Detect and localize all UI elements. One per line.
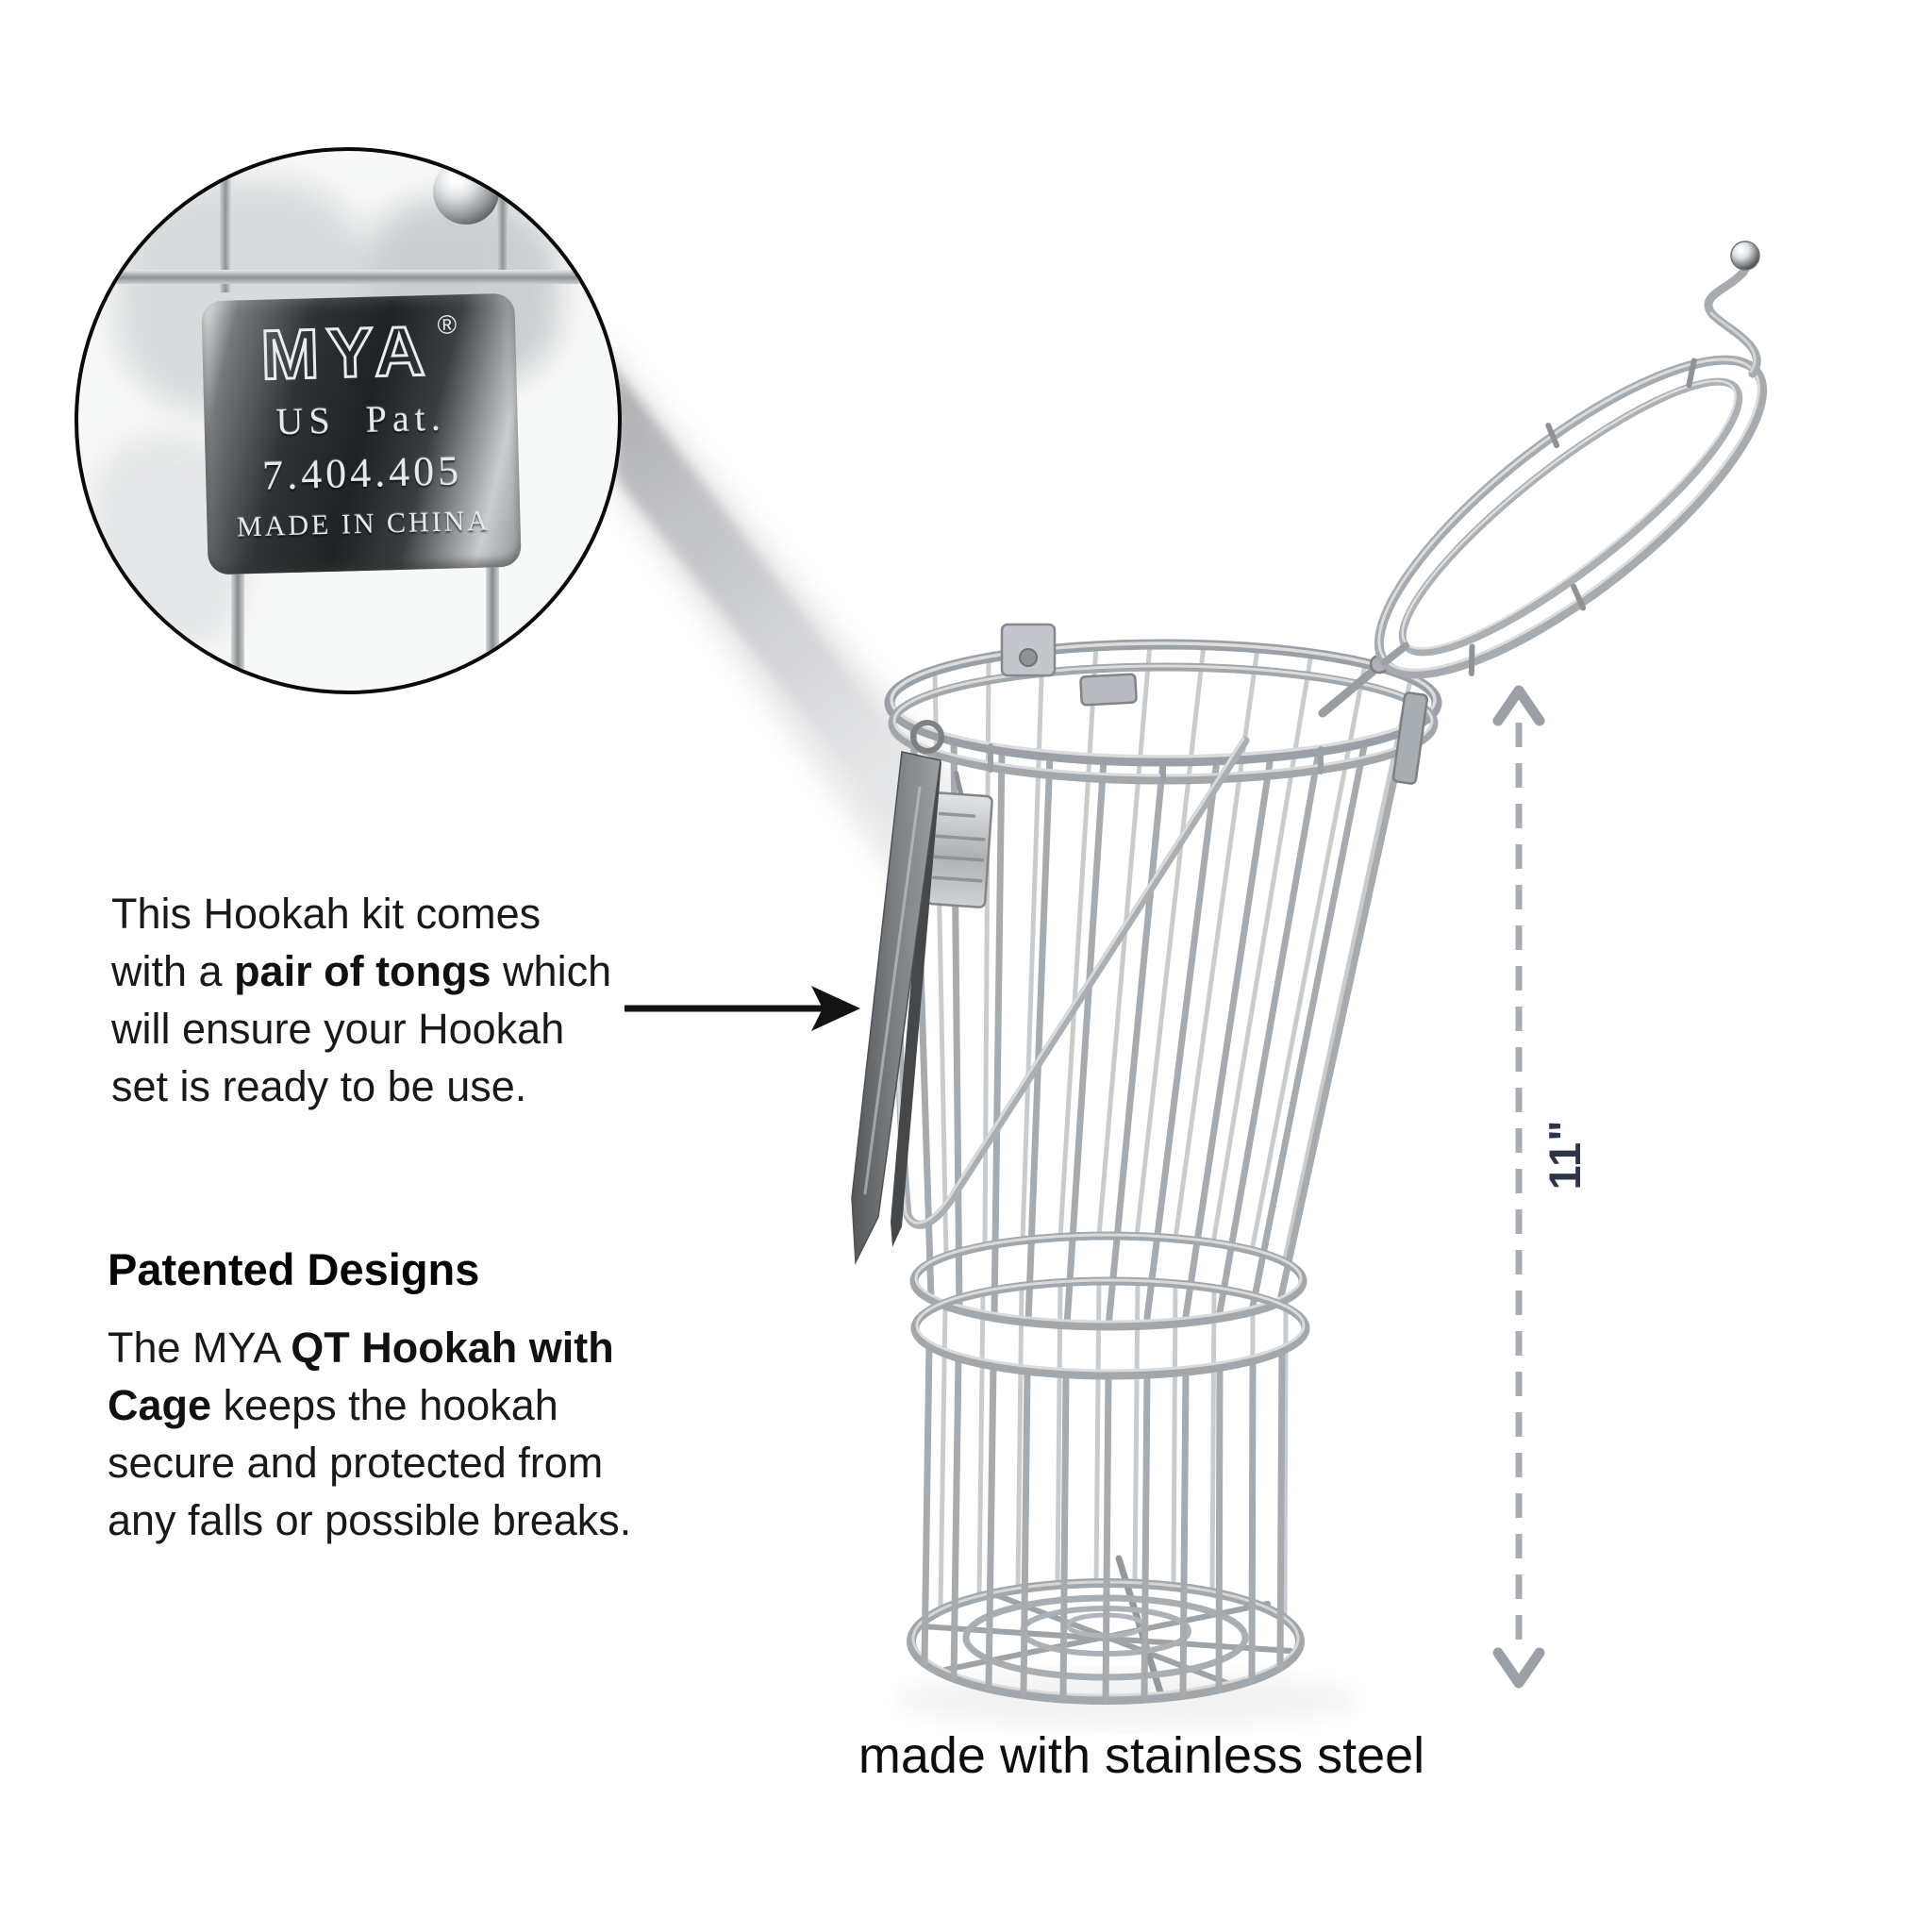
height-dimension-line	[1492, 685, 1545, 1689]
cage-back-bars-upper	[932, 641, 1413, 1266]
annotation-line: will ensure your Hookah	[111, 1005, 565, 1053]
cage-front-bars-lower	[921, 1341, 1286, 1704]
arrow-right-icon	[811, 986, 860, 1031]
cage-wire	[95, 270, 605, 284]
cage-mid-band	[909, 1231, 1310, 1380]
annotation-line: secure and protected from	[108, 1439, 604, 1487]
annotation-line: The MYA QT Hookah with	[108, 1324, 614, 1372]
tongs	[851, 720, 944, 1265]
annotation-line: any falls or possible breaks.	[108, 1496, 632, 1544]
lid-hook-ball	[1730, 241, 1760, 271]
tongs-pointer-arrow	[625, 986, 860, 1031]
patent-number: 7.404.405	[261, 447, 463, 499]
arrow-up-icon	[1492, 685, 1545, 726]
tongs-annotation: This Hookah kit comes with a pair of ton…	[111, 885, 611, 1115]
patent-metal-tag: MYA ® US Pat. 7.404.405 MADE IN CHINA	[201, 292, 522, 575]
cage-front-bars-upper	[909, 721, 1409, 1330]
magnifier-inset-circle: MYA ® US Pat. 7.404.405 MADE IN CHINA	[75, 147, 622, 694]
patent-label: US Pat.	[275, 395, 447, 443]
spotlight-beam	[604, 332, 958, 906]
hanging-label-tag	[925, 771, 993, 908]
cage-top-rim	[884, 639, 1442, 785]
wire-cage	[851, 241, 1768, 1705]
annotation-line: Cage keeps the hookah	[108, 1381, 558, 1429]
tongs-hanger-loop	[910, 720, 944, 754]
tag-leg-wire	[231, 555, 244, 691]
brand-logo: MYA	[258, 310, 435, 396]
annotation-line: set is ready to be use.	[111, 1062, 527, 1110]
arrow-down-icon	[1492, 1647, 1545, 1689]
tag-leg-wire	[486, 555, 499, 691]
rim-clamp-plates	[1000, 623, 1429, 785]
cage-wire	[497, 151, 508, 283]
patent-annotation: The MYA QT Hookah with Cage keeps the ho…	[108, 1319, 631, 1549]
origin-label: MADE IN CHINA	[236, 505, 491, 543]
registered-trademark-icon: ®	[437, 309, 458, 340]
cage-lid-ring	[1318, 241, 1768, 718]
chrome-ball	[433, 158, 499, 225]
cage-wire	[220, 151, 231, 292]
tongs-back-blade	[891, 760, 941, 1247]
annotation-line: This Hookah kit comes	[111, 890, 541, 938]
height-dimension-label: 11"	[1539, 1119, 1590, 1191]
patented-designs-heading: Patented Designs	[108, 1244, 480, 1294]
material-caption: made with stainless steel	[858, 1727, 1425, 1784]
annotation-line: with a pair of tongs which	[111, 947, 612, 995]
